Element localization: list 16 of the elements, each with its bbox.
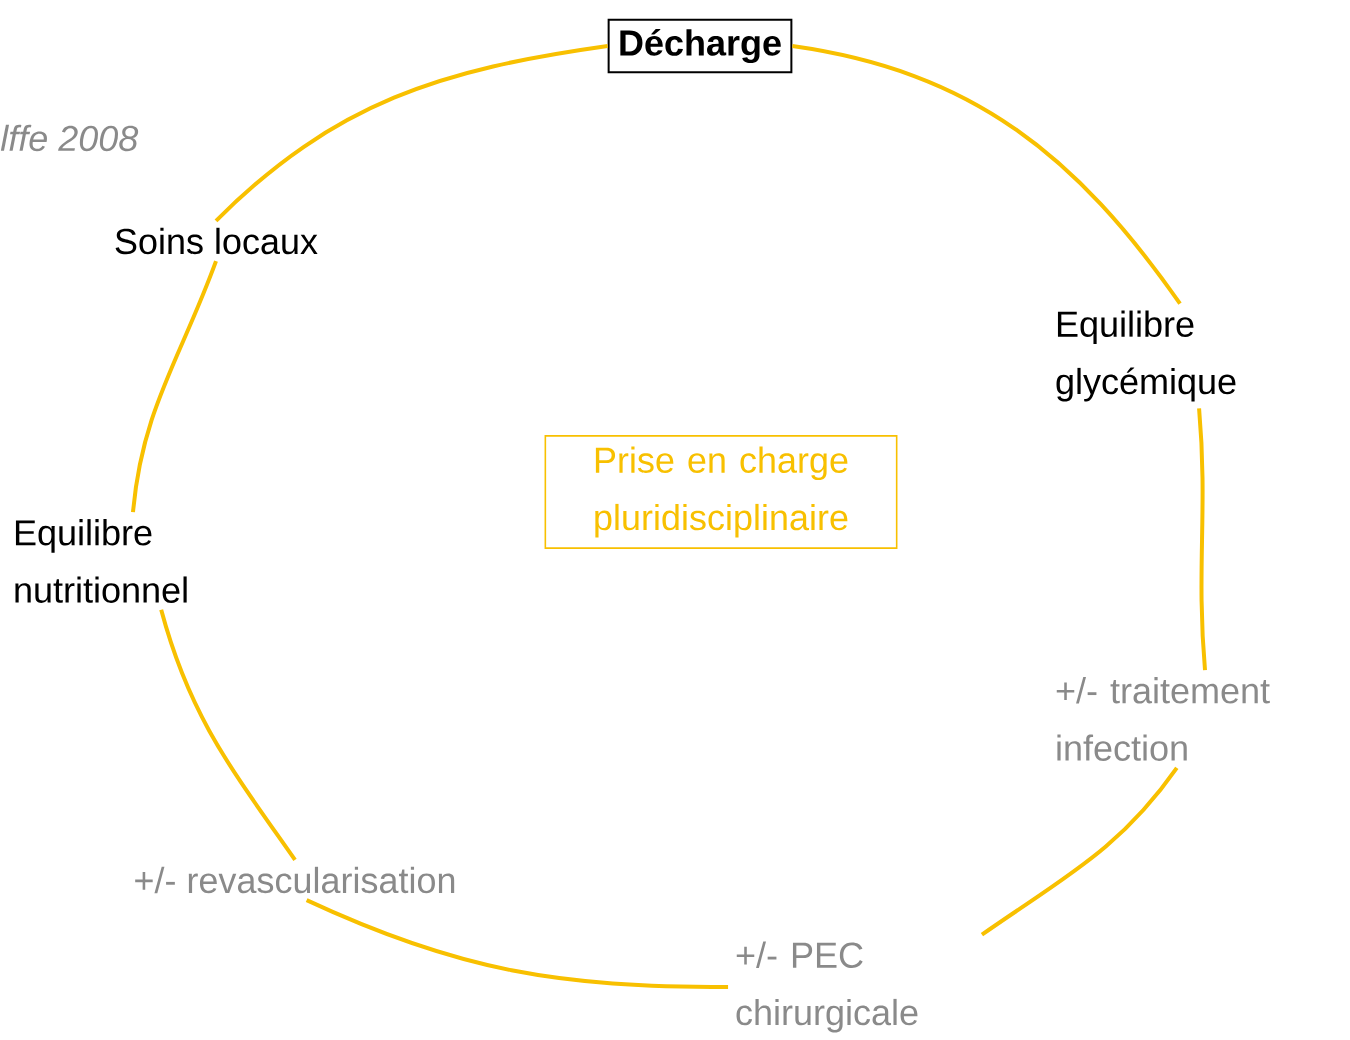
step-label: +/- traitement infection: [1056, 677, 1270, 761]
ring-arc: [159, 609, 297, 861]
step-label: +/- PEC chirurgicale: [736, 941, 918, 1033]
step-label: +/- revascularisation: [135, 866, 455, 894]
title-box: Décharge: [607, 18, 793, 74]
source-note: lffe 2008: [0, 124, 139, 152]
ring-arc: [305, 898, 729, 989]
step-label: Equilibre glycémique: [1056, 310, 1236, 402]
ring-arc: [131, 260, 218, 513]
ring-arc: [214, 44, 608, 223]
center-box: Prise en charge pluridisciplinaire: [544, 435, 898, 549]
step-label: Soins locaux: [115, 227, 318, 255]
ring-arc: [1197, 408, 1207, 671]
ring-arc: [792, 44, 1182, 305]
ring-arc: [980, 766, 1179, 937]
step-label: Equilibre nutritionnel: [15, 519, 187, 603]
